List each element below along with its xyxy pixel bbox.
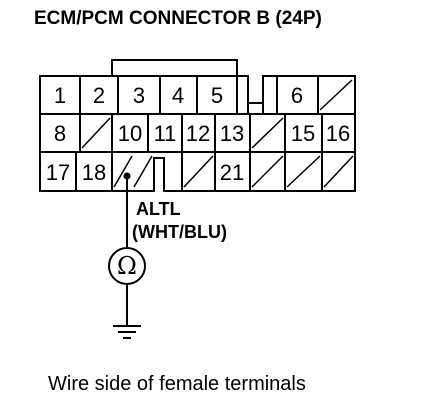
- pin-12: 12: [186, 121, 210, 146]
- pin-11: 11: [154, 121, 177, 146]
- connector-lock-tab: [111, 59, 238, 76]
- pin-21: 21: [220, 160, 244, 185]
- pin-3: 3: [133, 83, 145, 108]
- diagram-caption: Wire side of female terminals: [48, 373, 306, 395]
- row2-dividers: [79, 114, 323, 152]
- pin-17: 17: [46, 160, 70, 185]
- pin-13: 13: [220, 121, 244, 146]
- ground-icon: [113, 325, 141, 339]
- ohm-symbol: Ω: [117, 252, 137, 280]
- pin-10: 10: [118, 121, 142, 146]
- pin-18: 18: [82, 160, 106, 185]
- row1-dividers: [79, 76, 319, 114]
- pin-16: 16: [326, 121, 350, 146]
- wire-color-label: (WHT/BLU): [132, 222, 227, 242]
- row3-dividers: [75, 152, 323, 191]
- pin-2: 2: [93, 83, 105, 108]
- pin-15: 15: [291, 121, 315, 146]
- ohmmeter-icon: Ω: [108, 247, 146, 285]
- wire-name-label: ALTL: [136, 199, 181, 219]
- pin-6: 6: [291, 83, 303, 108]
- unused-cavity-marks: [81, 79, 354, 188]
- pin-8: 8: [54, 121, 66, 146]
- diagram-title: ECM/PCM CONNECTOR B (24P): [34, 8, 322, 29]
- wire-junction-dot: [123, 172, 131, 180]
- pin-5: 5: [211, 83, 223, 108]
- pin-4: 4: [172, 83, 184, 108]
- pin-1: 1: [54, 83, 66, 108]
